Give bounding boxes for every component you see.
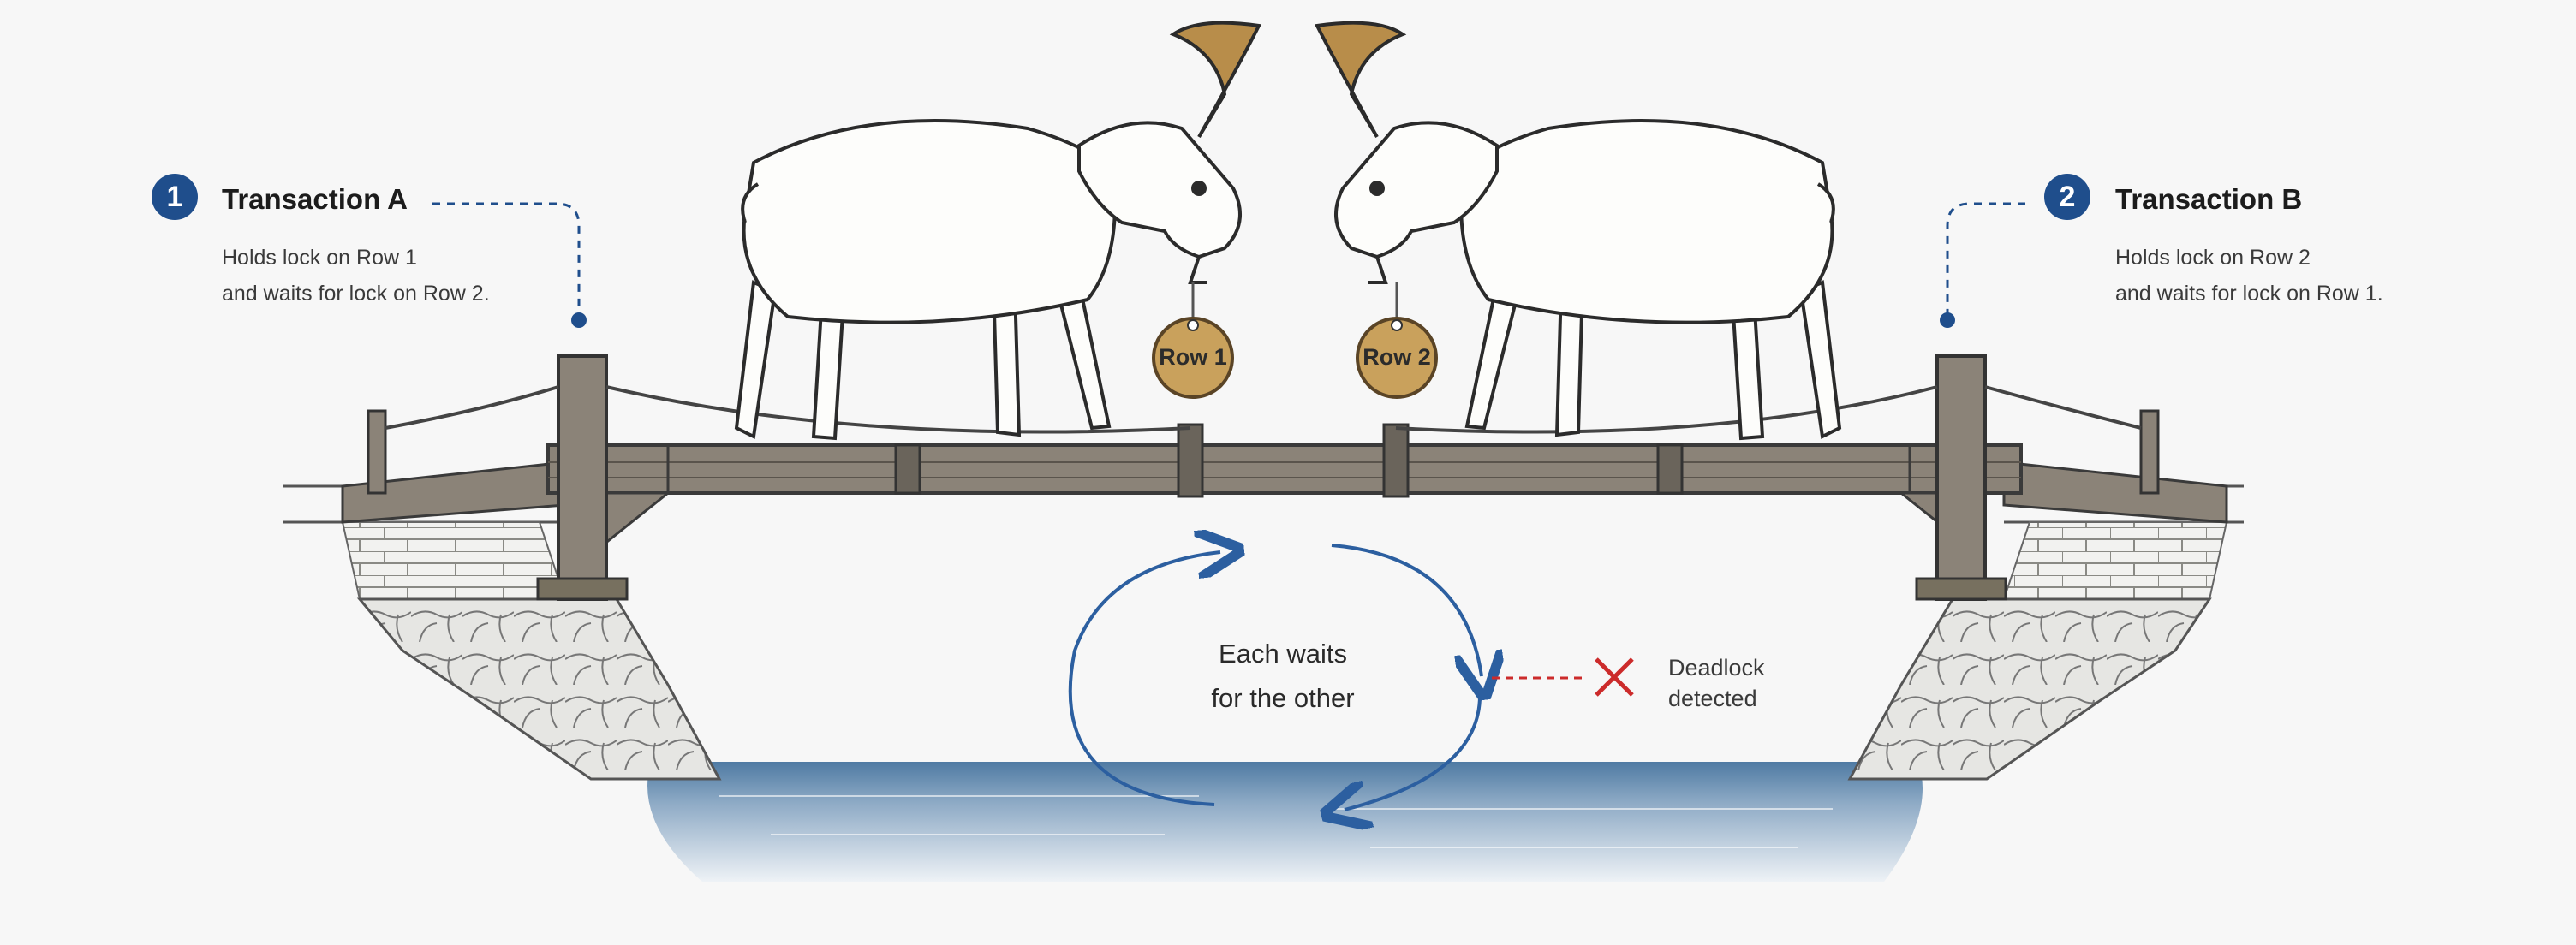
wait-cycle-arrows: [1068, 544, 1482, 810]
right-abutment: [1847, 521, 2228, 781]
deadlock-caption-line2: detected: [1668, 686, 1757, 711]
transaction-b-leader: [1946, 202, 2025, 317]
cycle-arrow-top-left: [1068, 552, 1220, 806]
row-2-tag-label: Row 2: [1363, 344, 1431, 370]
deadlock-caption: Deadlock detected: [1668, 652, 1765, 714]
goat-transaction-a: [734, 21, 1262, 441]
goat-transaction-b: [1314, 21, 1842, 441]
cycle-arrow-bottom-right: [1345, 692, 1482, 810]
transaction-a-dot: [571, 312, 587, 328]
transaction-b-desc-line1: Holds lock on Row 2: [2115, 246, 2311, 270]
transaction-a-title: Transaction A: [222, 183, 408, 215]
transaction-a-badge: 1: [152, 174, 198, 220]
row-2-tag: [1356, 282, 1438, 399]
left-abutment: [341, 521, 722, 781]
water: [647, 762, 1923, 882]
deadlock-x-icon: [1595, 657, 1634, 697]
cycle-caption-line1: Each waits: [1219, 639, 1347, 669]
cycle-arrow-top-right: [1331, 544, 1482, 676]
transaction-b-dot: [1940, 312, 1955, 328]
cycle-caption: Each waits for the other: [1154, 632, 1411, 721]
transaction-b-badge: 2: [2044, 174, 2090, 220]
cycle-caption-line2: for the other: [1211, 683, 1355, 713]
bridge: [341, 354, 2228, 601]
row-1-tag-label: Row 1: [1159, 344, 1227, 370]
transaction-a-desc-line2: and waits for lock on Row 2.: [222, 282, 490, 306]
transaction-b-desc-line2: and waits for lock on Row 1.: [2115, 282, 2383, 306]
transaction-a-desc-line1: Holds lock on Row 1: [222, 246, 417, 270]
row-1-tag: [1152, 282, 1234, 399]
transaction-b-title: Transaction B: [2115, 183, 2303, 215]
deadlock-caption-line1: Deadlock: [1668, 655, 1765, 681]
